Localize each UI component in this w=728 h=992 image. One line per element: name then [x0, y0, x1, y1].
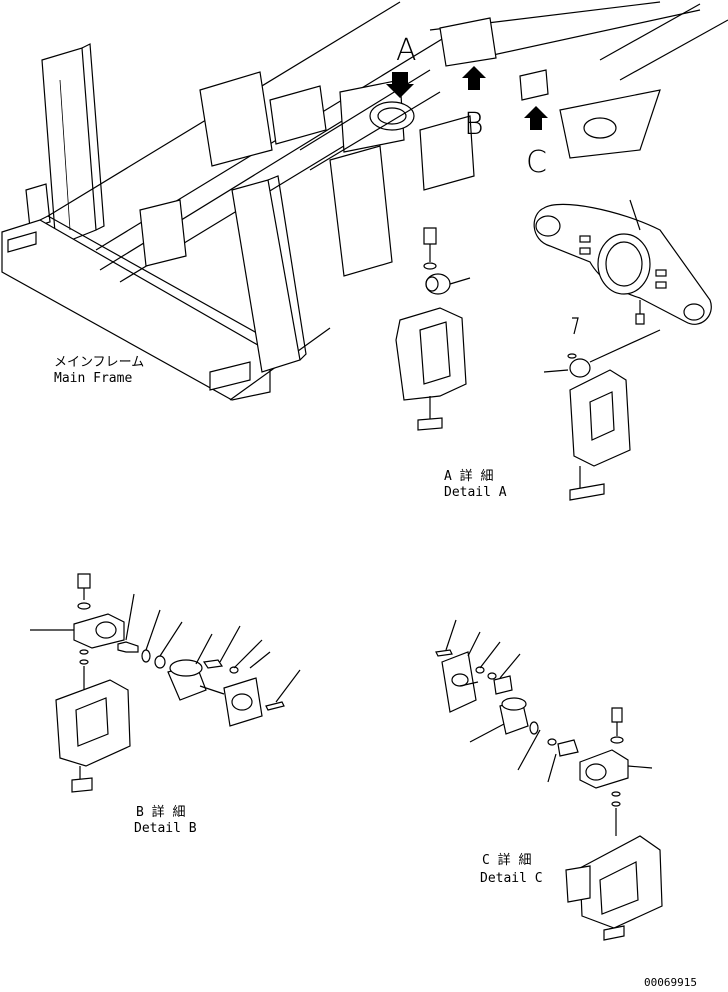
main-frame-label-en: Main Frame — [54, 371, 132, 386]
arrow-c-icon — [524, 106, 548, 130]
detail-b-label-en: Detail B — [134, 821, 197, 836]
detail-c-label-en: Detail C — [480, 871, 543, 886]
detail-a-drawing — [395, 199, 712, 501]
detail-c-drawing — [435, 619, 663, 941]
callout-c: C — [526, 145, 547, 180]
main-frame-drawing — [1, 1, 728, 401]
main-frame-label-jp: メインフレーム — [54, 355, 144, 370]
arrow-a-icon — [386, 72, 414, 98]
drawing-number: 00069915 — [644, 976, 697, 989]
detail-b-label-jp: B 詳 細 — [136, 804, 185, 820]
arrow-b-icon — [462, 66, 486, 90]
callout-a: A — [396, 33, 417, 68]
detail-a-label-jp: A 詳 細 — [444, 468, 493, 484]
detail-c-label-jp: C 詳 細 — [482, 852, 531, 868]
callout-b: B — [464, 107, 484, 142]
detail-a-label-en: Detail A — [444, 485, 507, 500]
detail-b-drawing — [30, 573, 301, 793]
